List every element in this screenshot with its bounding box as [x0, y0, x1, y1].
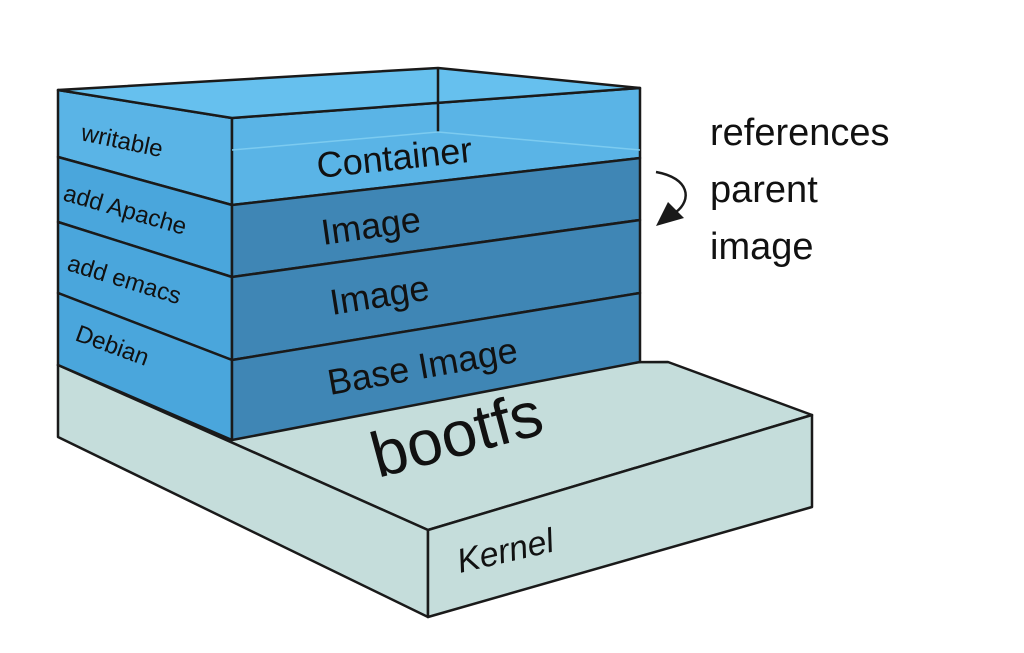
note-line-2: parent: [710, 169, 818, 211]
base-image-front-face: [230, 291, 642, 442]
container-back-edge-base-right: [437, 131, 641, 151]
container-back-edge-base: [231, 131, 439, 151]
stack-front-column: [230, 86, 642, 442]
kernel-front-face: [426, 413, 814, 619]
container-top-face: [56, 66, 642, 120]
references-arrow-icon: [655, 170, 687, 226]
note-line-1: references: [710, 112, 890, 154]
note-line-3: image: [710, 226, 814, 268]
container-top-box: [56, 66, 642, 151]
